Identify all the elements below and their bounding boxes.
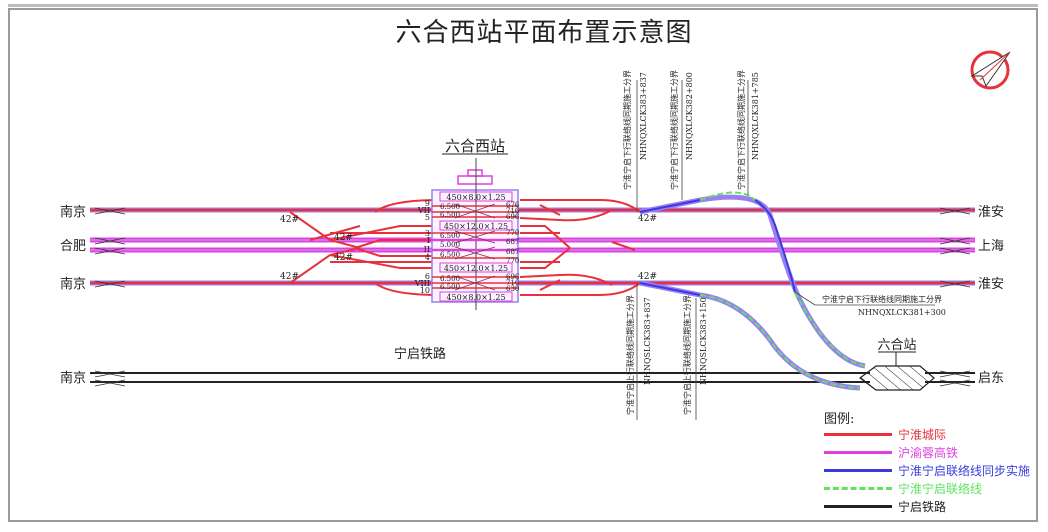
legend-swatch bbox=[824, 504, 892, 508]
track-number: VIII bbox=[414, 279, 430, 288]
switch-label: 42# bbox=[334, 253, 353, 263]
track-spacing: 5.000 bbox=[440, 241, 460, 249]
line-end-right: 启东 bbox=[978, 371, 1004, 386]
connecting-line-down bbox=[639, 191, 866, 369]
track-spacing: 6.500 bbox=[440, 232, 460, 240]
boundary-label-top: 宁淮宁启下行联络线同期施工分界 bbox=[669, 70, 679, 190]
legend-label: 宁淮宁启联络线 bbox=[898, 481, 983, 496]
drawing-frame bbox=[8, 8, 1038, 522]
line-end-left: 合肥 bbox=[60, 239, 86, 254]
switch-label: 42# bbox=[280, 215, 299, 225]
track-spacing: 6.500 bbox=[440, 283, 460, 291]
switch-label: 42# bbox=[638, 214, 657, 224]
legend-swatch bbox=[824, 486, 892, 490]
track-length: 770 bbox=[506, 229, 519, 237]
track-spacing: 6.500 bbox=[440, 251, 460, 259]
boundary-km-top: NHNQXLCK381+785 bbox=[751, 72, 760, 160]
track-length: 676 bbox=[506, 201, 520, 209]
legend-item-sync-link: 宁淮宁启联络线同步实施 bbox=[824, 462, 1030, 478]
railway-name-label: 宁启铁路 bbox=[394, 346, 446, 362]
track-number: I bbox=[427, 236, 430, 245]
legend-item-ningjiang-intercity: 宁淮城际 bbox=[824, 426, 946, 442]
track-number: 5 bbox=[425, 213, 430, 222]
switch-label: 42# bbox=[280, 272, 299, 282]
legend-title: 图例: bbox=[824, 412, 855, 427]
north-arrow-icon bbox=[970, 50, 1011, 90]
legend-swatch bbox=[824, 432, 892, 436]
line-end-right: 淮安 bbox=[978, 277, 1004, 292]
boundary-km-top: NHNQXLCK382+800 bbox=[685, 72, 694, 160]
track-number: 9 bbox=[425, 199, 430, 208]
station-building-liuhe bbox=[859, 351, 935, 391]
legend-label: 宁淮宁启联络线同步实施 bbox=[898, 463, 1031, 478]
line-end-right: 淮安 bbox=[978, 205, 1004, 220]
track-number: VII bbox=[417, 206, 430, 215]
switch-label: 42# bbox=[334, 233, 353, 243]
track-length: 696 bbox=[506, 273, 520, 281]
platform-label: 450×8.0×1.25 bbox=[446, 193, 505, 202]
track-number: 3 bbox=[425, 229, 430, 238]
legend-label: 沪渝蓉高铁 bbox=[898, 445, 959, 460]
track-number: 6 bbox=[425, 272, 430, 281]
track-number: II bbox=[424, 245, 430, 254]
legend-item-hurongyu-hsr: 沪渝蓉高铁 bbox=[824, 444, 958, 460]
connecting-line-up bbox=[639, 280, 861, 391]
boundary-label-bottom: 宁淮宁启上行联络线同期施工分界 bbox=[682, 295, 692, 415]
station-name-liuhe: 六合站 bbox=[877, 338, 916, 353]
legend-item-ningqi-railway: 宁启铁路 bbox=[824, 498, 946, 514]
track-spacing: 6.500 bbox=[440, 203, 460, 211]
line-end-left: 南京 bbox=[60, 204, 86, 220]
track-number: 10 bbox=[420, 286, 430, 295]
boundary-km-mid: NHNQXLCK381+300 bbox=[858, 308, 946, 317]
boundary-label-top: 宁淮宁启下行联络线同期施工分界 bbox=[622, 70, 632, 190]
line-end-left: 南京 bbox=[60, 276, 86, 292]
boundary-label-mid: 宁淮宁启下行联络线同期施工分界 bbox=[822, 294, 942, 304]
frame-top-rule bbox=[8, 4, 1038, 7]
platform-label: 450×12.0×1.25 bbox=[444, 264, 508, 273]
boundary-km-bottom: NHNQSLCK383+837 bbox=[643, 297, 652, 385]
track-length: 696 bbox=[506, 213, 520, 221]
track-end-markers bbox=[94, 207, 971, 387]
switch-label: 42# bbox=[638, 272, 657, 282]
station-throat-tracks bbox=[289, 199, 641, 296]
diagram-title: 六合西站平面布置示意图 bbox=[395, 18, 693, 48]
platform-label: 450×12.0×1.25 bbox=[444, 222, 508, 231]
track-hefei-shanghai bbox=[90, 237, 975, 253]
track-ningqi-railway bbox=[90, 372, 975, 383]
line-end-right: 上海 bbox=[978, 239, 1004, 254]
track-length: 716 bbox=[506, 207, 520, 215]
track-spacing: 6.500 bbox=[440, 211, 460, 219]
boundary-km-bottom: NHNQSLCK383+150 bbox=[699, 297, 708, 385]
legend-swatch bbox=[824, 468, 892, 472]
line-end-left: 南京 bbox=[60, 370, 86, 386]
boundary-label-bottom: 宁淮宁启上行联络线同期施工分界 bbox=[625, 295, 635, 415]
boundary-km-top: NHNQXLCK383+837 bbox=[639, 72, 648, 160]
track-length: 770 bbox=[506, 257, 519, 265]
station-building-liuhexi bbox=[431, 153, 519, 310]
track-length: 687 bbox=[506, 248, 519, 256]
track-number: 4 bbox=[425, 253, 430, 262]
station-name-liuhexi: 六合西站 bbox=[445, 137, 505, 155]
track-length: 687 bbox=[506, 238, 519, 246]
track-length: 630 bbox=[506, 285, 519, 293]
track-spacing: 6.500 bbox=[440, 275, 460, 283]
boundary-label-top: 宁淮宁启下行联络线同期施工分界 bbox=[736, 70, 746, 190]
legend-item-link-line: 宁淮宁启联络线 bbox=[824, 480, 982, 496]
legend-label: 宁淮城际 bbox=[898, 427, 947, 442]
legend-label: 宁启铁路 bbox=[898, 499, 947, 514]
platform-label: 450×8.0×1.25 bbox=[446, 293, 505, 302]
track-length: 716 bbox=[506, 279, 520, 287]
legend-swatch bbox=[824, 450, 892, 454]
